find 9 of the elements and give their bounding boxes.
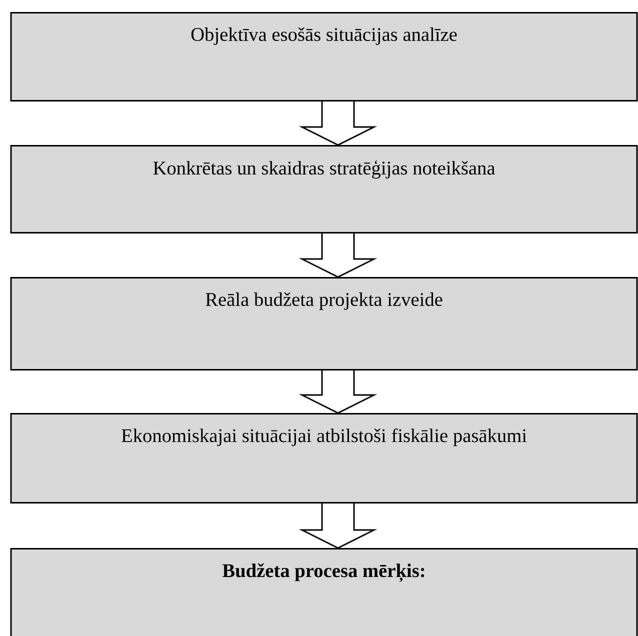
block-arrow (298, 370, 378, 414)
process-box: Konkrētas un skaidras stratēģijas noteikšana (10, 145, 638, 234)
process-box: Objektīva esošās situācijas analīze (10, 12, 638, 102)
process-box: Ekonomiskajai situācijai atbilstoši fiskālie pasākumi (10, 413, 638, 504)
block-arrow (298, 502, 378, 549)
block-arrow (298, 232, 378, 278)
process-box: Reāla budžeta projekta izveide (10, 277, 638, 370)
process-box: Budžeta procesa mērķis: (10, 548, 638, 636)
block-arrow (298, 100, 378, 146)
